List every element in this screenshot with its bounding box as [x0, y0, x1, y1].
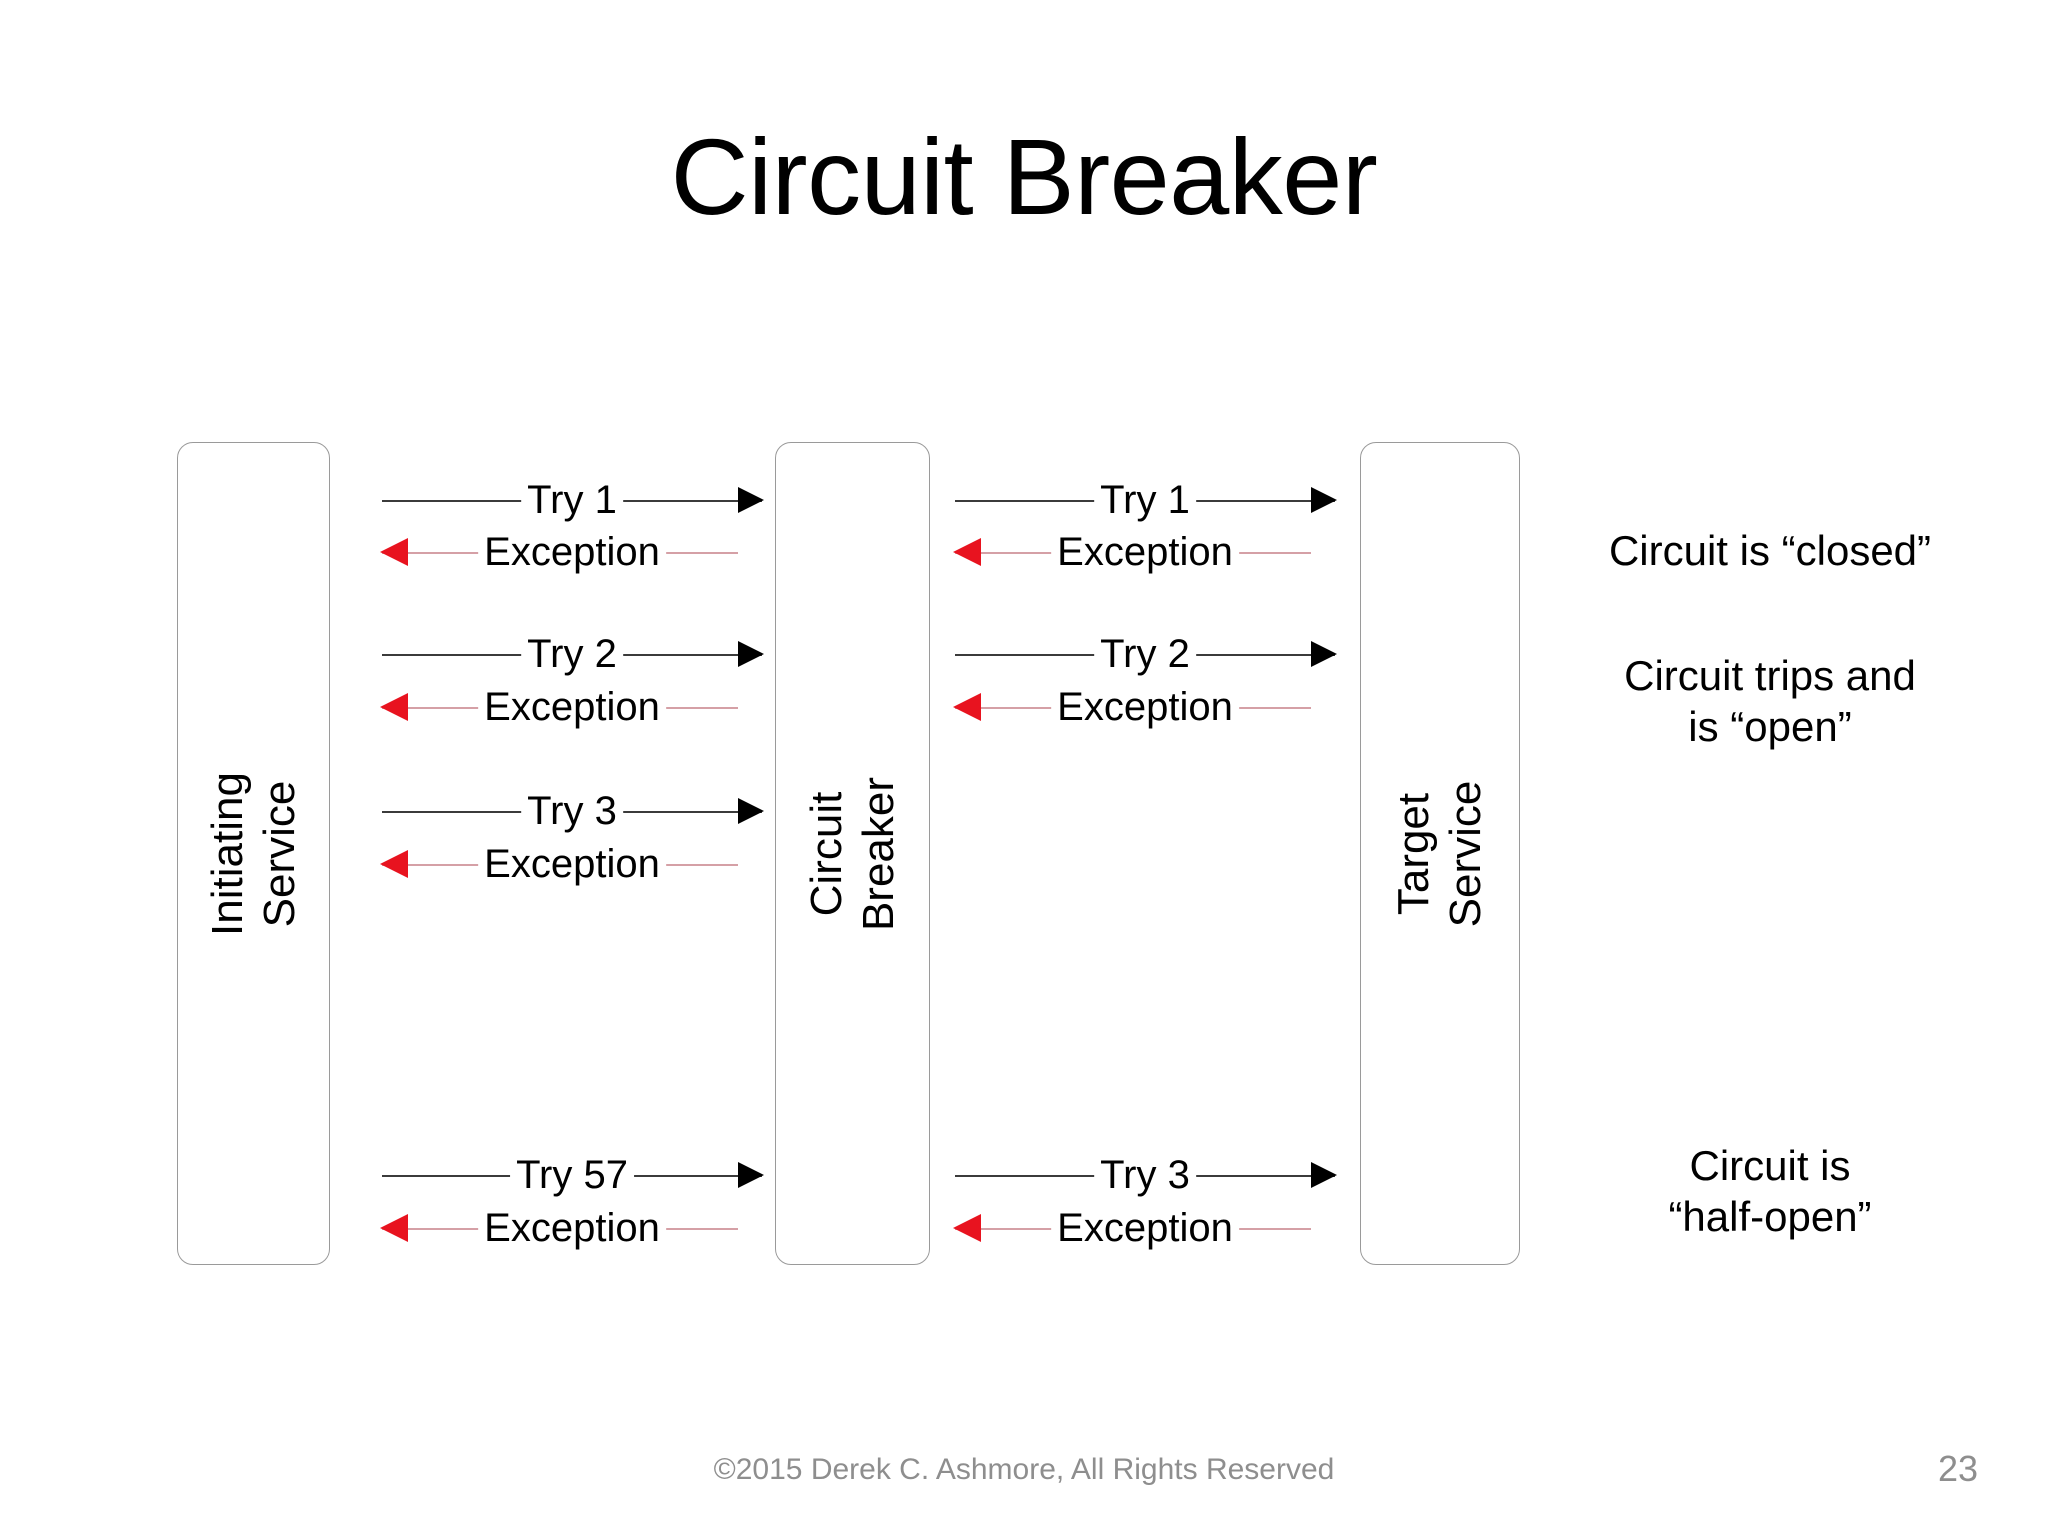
message-label: Try 3 [1094, 1155, 1196, 1195]
message-left-exception-1: Exception [380, 529, 762, 575]
message-right-exception-3: Exception [953, 1205, 1335, 1251]
lifeline-label-line2: Service [1441, 780, 1490, 927]
message-right-try-2: Try 2 [955, 631, 1337, 677]
lifeline-label-circuit-breaker: Circuit Breaker [801, 776, 905, 930]
arrowhead-left-icon [380, 538, 408, 566]
state-annotation-closed: Circuit is “closed” [1560, 525, 1980, 576]
lifeline-circuit-breaker: Circuit Breaker [775, 442, 930, 1265]
message-right-exception-1: Exception [953, 529, 1335, 575]
lifeline-label-line1: Circuit [801, 791, 851, 916]
lifeline-label-line2: Service [254, 780, 304, 927]
copyright-notice: ©2015 Derek C. Ashmore, All Rights Reser… [713, 1453, 1335, 1486]
message-label: Try 3 [521, 791, 623, 831]
message-right-exception-2: Exception [953, 684, 1335, 730]
state-annotation-open: Circuit trips and is “open” [1560, 650, 1980, 752]
message-label: Exception [478, 687, 666, 727]
lifeline-target-service: Target Service [1360, 442, 1520, 1265]
annotation-line1: Circuit is “closed” [1608, 527, 1932, 574]
message-left-exception-2: Exception [380, 684, 762, 730]
state-annotation-half-open: Circuit is “half-open” [1560, 1140, 1980, 1242]
annotation-line1: Circuit is [1689, 1142, 1851, 1189]
message-label: Exception [1051, 687, 1239, 727]
annotation-line1: Circuit trips and [1624, 652, 1916, 699]
message-right-try-3: Try 3 [955, 1152, 1337, 1198]
message-label: Exception [478, 1208, 666, 1248]
lifeline-label-initiating-service: Initiating Service [202, 772, 306, 936]
arrowhead-right-icon [1311, 487, 1337, 513]
message-label: Exception [1051, 532, 1239, 572]
arrowhead-right-icon [738, 798, 764, 824]
arrowhead-right-icon [1311, 1162, 1337, 1188]
arrowhead-right-icon [738, 641, 764, 667]
arrowhead-left-icon [953, 693, 981, 721]
arrowhead-right-icon [738, 487, 764, 513]
message-left-try-1: Try 1 [382, 477, 764, 523]
arrowhead-left-icon [380, 850, 408, 878]
message-label: Try 57 [510, 1155, 634, 1195]
message-label: Try 2 [521, 634, 623, 674]
lifeline-label-line1: Initiating [202, 771, 252, 936]
annotation-line2: “half-open” [1668, 1193, 1872, 1241]
message-label: Exception [478, 844, 666, 884]
message-right-try-1: Try 1 [955, 477, 1337, 523]
message-left-try-2: Try 2 [382, 631, 764, 677]
message-label: Try 1 [1094, 480, 1196, 520]
message-label: Exception [478, 532, 666, 572]
arrowhead-right-icon [738, 1162, 764, 1188]
message-left-try-3: Try 3 [382, 788, 764, 834]
message-left-exception-4: Exception [380, 1205, 762, 1251]
arrowhead-left-icon [953, 538, 981, 566]
page-title: Circuit Breaker [670, 116, 1378, 237]
arrowhead-left-icon [380, 693, 408, 721]
page-number: 23 [1937, 1448, 1978, 1489]
annotation-line2: is “open” [1688, 703, 1852, 751]
message-left-exception-3: Exception [380, 841, 762, 887]
message-label: Exception [1051, 1208, 1239, 1248]
message-left-try-57: Try 57 [382, 1152, 764, 1198]
message-label: Try 1 [521, 480, 623, 520]
lifeline-label-line2: Breaker [853, 776, 903, 931]
lifeline-initiating-service: Initiating Service [177, 442, 330, 1265]
lifeline-label-line1: Target [1389, 792, 1439, 915]
arrowhead-right-icon [1311, 641, 1337, 667]
arrowhead-left-icon [380, 1214, 408, 1242]
lifeline-label-target-service: Target Service [1388, 780, 1492, 927]
arrowhead-left-icon [953, 1214, 981, 1242]
message-label: Try 2 [1094, 634, 1196, 674]
